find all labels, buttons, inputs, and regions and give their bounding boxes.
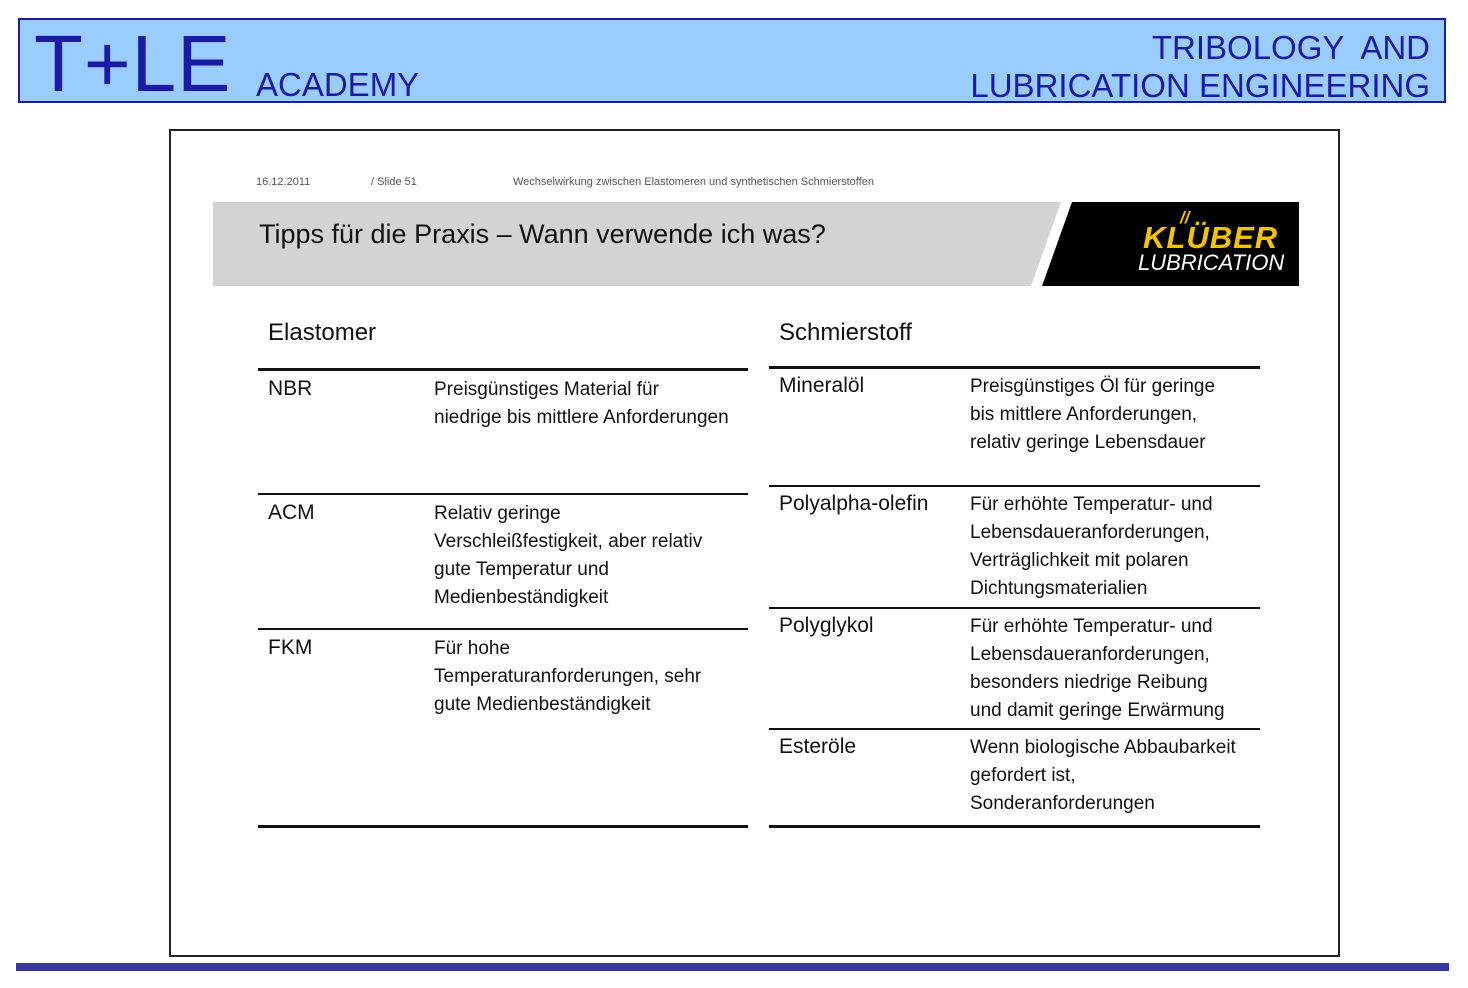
schmierstoff-heading: Schmierstoff <box>779 319 912 346</box>
desc-line: niedrige bis mittlere Anforderungen <box>434 407 729 428</box>
slide-date: 16.12.2011 <box>256 176 311 188</box>
elastomer-desc-fkm: Für hohe Temperaturanforderungen, sehr g… <box>434 635 701 719</box>
elastomer-rule-bottom <box>258 825 748 828</box>
logo-academy: ACADEMY <box>256 66 420 103</box>
desc-line: Temperaturanforderungen, sehr <box>434 666 702 687</box>
slide-topic: Wechselwirkung zwischen Elastomeren und … <box>513 176 874 188</box>
banner-subtitle: TRIBOLOGY AND LUBRICATION ENGINEERING <box>970 29 1430 105</box>
desc-line: bis mittlere Anforderungen, <box>970 404 1198 425</box>
elastomer-rule-2 <box>258 628 748 630</box>
desc-line: Für erhöhte Temperatur- und <box>970 494 1213 515</box>
schmierstoff-term-mineraloel: Mineralöl <box>779 374 865 397</box>
schmierstoff-desc-polyglykol: Für erhöhte Temperatur- und Lebensdauera… <box>970 613 1225 725</box>
schmierstoff-rule-2 <box>769 607 1260 609</box>
kluber-name: KLÜBER <box>1143 220 1279 255</box>
desc-line: Sonderanforderungen <box>970 793 1155 814</box>
elastomer-rule-1 <box>258 493 748 495</box>
title-band-shape <box>213 202 1299 286</box>
kluber-mark: // <box>1180 208 1190 227</box>
elastomer-term-fkm: FKM <box>268 636 313 659</box>
desc-line: Preisgünstiges Öl für geringe <box>970 376 1216 397</box>
elastomer-term-nbr: NBR <box>268 377 313 400</box>
elastomer-heading: Elastomer <box>268 319 377 346</box>
banner-subtitle-line1: TRIBOLOGY AND <box>1151 29 1430 66</box>
desc-line: besonders niedrige Reibung <box>970 672 1208 693</box>
banner-subtitle-line2: LUBRICATION ENGINEERING <box>970 67 1430 104</box>
desc-line: gefordert ist, <box>970 765 1076 786</box>
elastomer-desc-acm: Relativ geringe Verschleißfestigkeit, ab… <box>434 500 702 612</box>
schmierstoff-rule-top <box>769 366 1260 369</box>
schmierstoff-rule-3 <box>769 728 1260 730</box>
schmierstoff-term-polyglykol: Polyglykol <box>779 614 874 637</box>
desc-line: Wenn biologische Abbaubarkeit <box>970 737 1236 758</box>
kluber-logo: // KLÜBER LUBRICATION <box>1075 202 1299 286</box>
title-band: Tipps für die Praxis – Wann verwende ich… <box>213 202 1299 286</box>
schmierstoff-rule-bottom <box>769 825 1260 828</box>
schmierstoff-term-esteroele: Esteröle <box>779 735 857 758</box>
slide-title: Tipps für die Praxis – Wann verwende ich… <box>259 219 826 249</box>
desc-line: Verschleißfestigkeit, aber relativ <box>434 531 703 552</box>
schmierstoff-term-polyalpha-olefin: Polyalpha-olefin <box>779 492 929 515</box>
logo-tle: T+LE <box>34 19 232 108</box>
kluber-sub: LUBRICATION <box>1138 250 1285 275</box>
footer-bar <box>16 963 1449 971</box>
elastomer-desc-nbr: Preisgünstiges Material für niedrige bis… <box>434 376 729 432</box>
desc-line: und damit geringe Erwärmung <box>970 700 1225 721</box>
desc-line: Für erhöhte Temperatur- und <box>970 616 1213 637</box>
header-banner: T+LE ACADEMY TRIBOLOGY AND LUBRICATION E… <box>18 18 1446 108</box>
slide-number: / Slide 51 <box>371 176 417 188</box>
desc-line: relativ geringe Lebensdauer <box>970 432 1206 453</box>
desc-line: Dichtungsmaterialien <box>970 578 1148 599</box>
desc-line: Preisgünstiges Material für <box>434 379 659 400</box>
slide-frame: 16.12.2011 / Slide 51 Wechselwirkung zwi… <box>169 129 1340 957</box>
desc-line: Medienbeständigkeit <box>434 587 609 608</box>
desc-line: Verträglichkeit mit polaren <box>970 550 1189 571</box>
desc-line: gute Medienbeständigkeit <box>434 694 651 715</box>
schmierstoff-desc-polyalpha-olefin: Für erhöhte Temperatur- und Lebensdauera… <box>970 491 1213 603</box>
elastomer-rule-top <box>258 368 748 371</box>
desc-line: Relativ geringe <box>434 503 561 524</box>
desc-line: Für hohe <box>434 638 511 659</box>
schmierstoff-rule-1 <box>769 485 1260 487</box>
desc-line: Lebensdaueranforderungen, <box>970 644 1210 665</box>
desc-line: Lebensdaueranforderungen, <box>970 522 1210 543</box>
schmierstoff-desc-esteroele: Wenn biologische Abbaubarkeit gefordert … <box>970 734 1236 818</box>
desc-line: gute Temperatur und <box>434 559 609 580</box>
schmierstoff-desc-mineraloel: Preisgünstiges Öl für geringe bis mittle… <box>970 373 1215 457</box>
elastomer-term-acm: ACM <box>268 501 315 524</box>
